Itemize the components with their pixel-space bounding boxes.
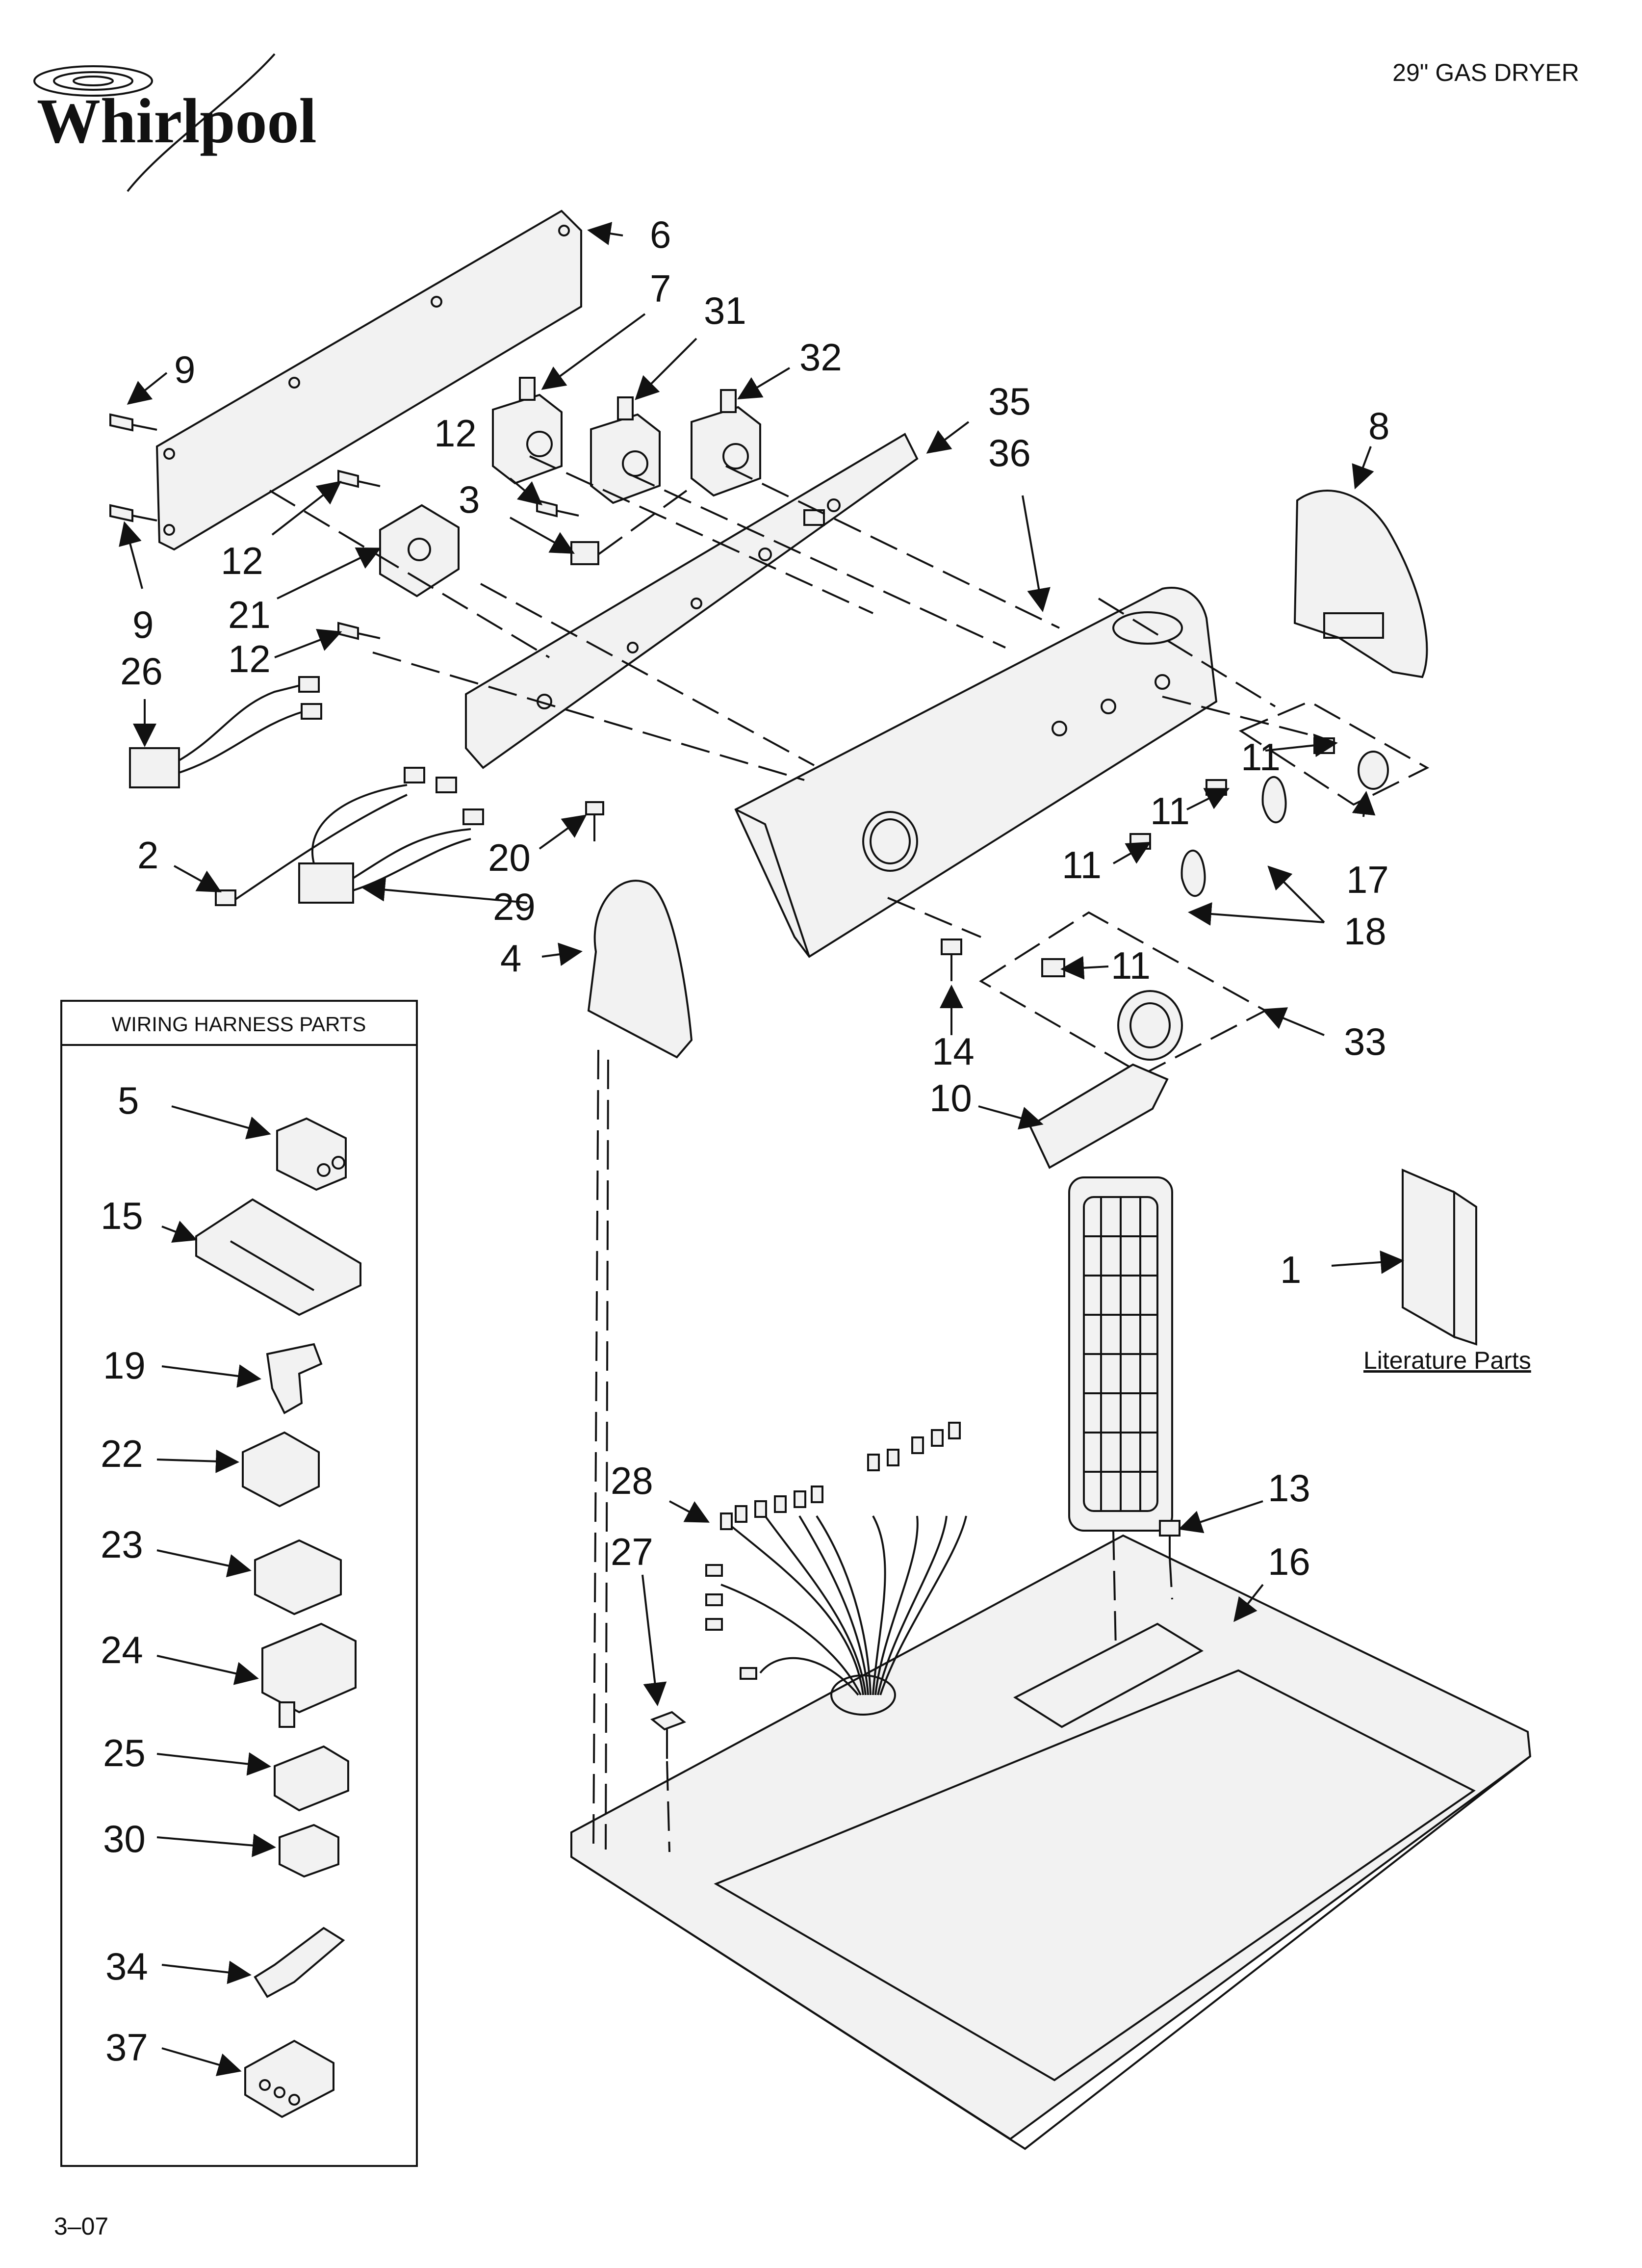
rotary-switches [492,377,761,504]
label-part-21: 21 [228,593,271,636]
label-part-9-top: 9 [174,348,195,391]
end-cap-and-screw [585,801,693,1059]
label-part-20: 20 [488,836,531,879]
label-part-7: 7 [650,267,671,310]
label-part-27: 27 [611,1530,653,1573]
label-part-18: 18 [1344,910,1386,953]
label-part-33: 33 [1344,1020,1386,1063]
label-part-24: 24 [101,1628,143,1671]
label-part-11-a: 11 [1241,735,1281,779]
screw-parts [109,413,579,640]
part-console-panel [734,587,1218,958]
label-part-36: 36 [988,431,1031,474]
model-title: 29" GAS DRYER [1392,59,1579,86]
label-part-37: 37 [105,2026,148,2069]
clip-27 [650,1711,686,1759]
part-rear-mounting-plate [155,209,582,551]
inset-title: WIRING HARNESS PARTS [112,1013,366,1036]
label-part-32: 32 [799,336,842,379]
label-part-30: 30 [103,1817,146,1860]
part-right-end-cap [1293,490,1428,678]
brand-name: Whirlpool [37,86,317,156]
leader-arrows [119,222,1404,1706]
part-lint-screen [1028,1063,1173,1532]
label-part-8: 8 [1368,404,1389,447]
screw-13 [1159,1520,1180,1558]
timer-and-clip [379,504,599,598]
wiring-harness-inset: WIRING HARNESS PARTS [60,1000,418,2167]
assembly-lines [269,455,1315,1852]
label-part-12-a: 12 [434,412,477,455]
label-part-22: 22 [101,1432,143,1475]
label-part-1: 1 [1280,1248,1301,1291]
label-part-11-c: 11 [1062,843,1102,886]
label-part-15: 15 [101,1194,143,1237]
label-part-10: 10 [929,1076,972,1120]
label-part-2: 2 [137,834,158,877]
label-part-14: 14 [932,1030,975,1073]
label-part-35: 35 [988,380,1031,423]
whirlpool-logo: Whirlpool [33,53,317,192]
label-part-29: 29 [493,885,536,928]
label-part-28: 28 [611,1459,653,1502]
date-code: 3–07 [54,2213,108,2240]
part-main-harness [705,1422,967,1696]
label-part-6: 6 [650,213,671,256]
label-part-19: 19 [103,1344,146,1387]
label-part-34: 34 [105,1945,148,1988]
label-part-11-d: 11 [1111,944,1151,987]
label-part-11-b: 11 [1150,789,1190,833]
literature-caption: Literature Parts [1363,1347,1531,1374]
part-number-labels: 6 7 31 32 35 36 8 9 9 12 12 12 3 21 26 2… [101,213,1389,2069]
label-part-12-c: 12 [228,637,271,680]
label-part-31: 31 [704,289,746,332]
label-part-4: 4 [500,937,521,980]
label-part-17: 17 [1346,858,1389,901]
label-part-12-b: 12 [221,539,263,582]
label-part-25: 25 [103,1731,146,1774]
label-part-26: 26 [120,650,163,693]
label-part-5: 5 [118,1079,139,1122]
label-part-3: 3 [459,478,480,521]
screw-14 [941,938,962,981]
label-part-16: 16 [1268,1540,1310,1583]
label-part-9-bottom: 9 [132,603,154,646]
label-part-23: 23 [101,1523,143,1566]
part-literature: Literature Parts [1363,1168,1531,1374]
label-part-13: 13 [1268,1466,1310,1510]
part-control-bracket [465,433,919,769]
part-top-panel [570,1534,1532,2150]
